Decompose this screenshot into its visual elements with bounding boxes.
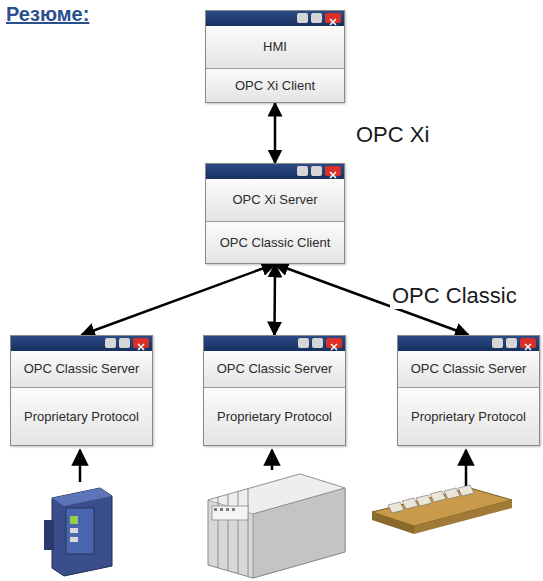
window-section: OPC Classic Server [204, 351, 345, 387]
device-arrow [271, 450, 274, 470]
section-text: Proprietary Protocol [411, 409, 526, 425]
plc-rack [208, 474, 345, 578]
window-section: HMI [206, 26, 344, 68]
window-button [492, 338, 503, 348]
section-text: OPC Classic Server [24, 361, 140, 377]
close-button [133, 338, 149, 348]
window-title-bar [11, 336, 152, 351]
window-title-bar [206, 164, 344, 179]
close-button [520, 338, 536, 348]
protocol-label: OPC Xi [354, 122, 431, 148]
app-window: OPC Classic ServerProprietary Protocol [397, 335, 540, 446]
window-section: OPC Classic Server [11, 351, 152, 387]
io-module [44, 488, 112, 576]
close-button [325, 13, 341, 23]
window-button [298, 338, 309, 348]
window-title-bar [206, 11, 344, 26]
window-title-bar [204, 336, 345, 351]
window-section: OPC Xi Server [206, 179, 344, 221]
slide-title: Резюме: [6, 3, 89, 26]
section-text: Proprietary Protocol [217, 409, 332, 425]
app-window: OPC Classic ServerProprietary Protocol [10, 335, 153, 446]
window-section-lower: OPC Classic Client [206, 221, 344, 263]
opc-connector [273, 264, 276, 335]
window-button [297, 13, 308, 23]
device-arrow [79, 450, 82, 482]
section-text: OPC Xi Server [232, 192, 317, 208]
app-window: OPC Xi ServerOPC Classic Client [205, 163, 345, 264]
protocol-label: OPC Classic [390, 283, 519, 309]
section-text: HMI [263, 39, 287, 55]
section-text: OPC Xi Client [235, 78, 315, 94]
window-button [311, 13, 322, 23]
close-button [326, 338, 342, 348]
window-section-lower: Proprietary Protocol [398, 387, 539, 445]
app-window: HMI OPC Xi Client [205, 10, 345, 103]
section-text: OPC Classic Client [220, 235, 331, 251]
section-text: Proprietary Protocol [24, 409, 139, 425]
window-button [506, 338, 517, 348]
opc-connector [82, 264, 276, 335]
window-section-lower: Proprietary Protocol [11, 387, 152, 445]
close-button [325, 166, 341, 176]
window-section: OPC Classic Server [398, 351, 539, 387]
window-button [312, 338, 323, 348]
window-section-lower: OPC Xi Client [206, 68, 344, 102]
opc-connector [274, 103, 277, 163]
section-text: OPC Classic Server [411, 361, 527, 377]
window-section-lower: Proprietary Protocol [204, 387, 345, 445]
section-text: OPC Classic Server [217, 361, 333, 377]
app-window: OPC Classic ServerProprietary Protocol [203, 335, 346, 446]
window-button [119, 338, 130, 348]
window-button [297, 166, 308, 176]
window-button [311, 166, 322, 176]
terminal-board [372, 485, 512, 534]
device-arrow [465, 450, 468, 488]
window-button [105, 338, 116, 348]
window-title-bar [398, 336, 539, 351]
